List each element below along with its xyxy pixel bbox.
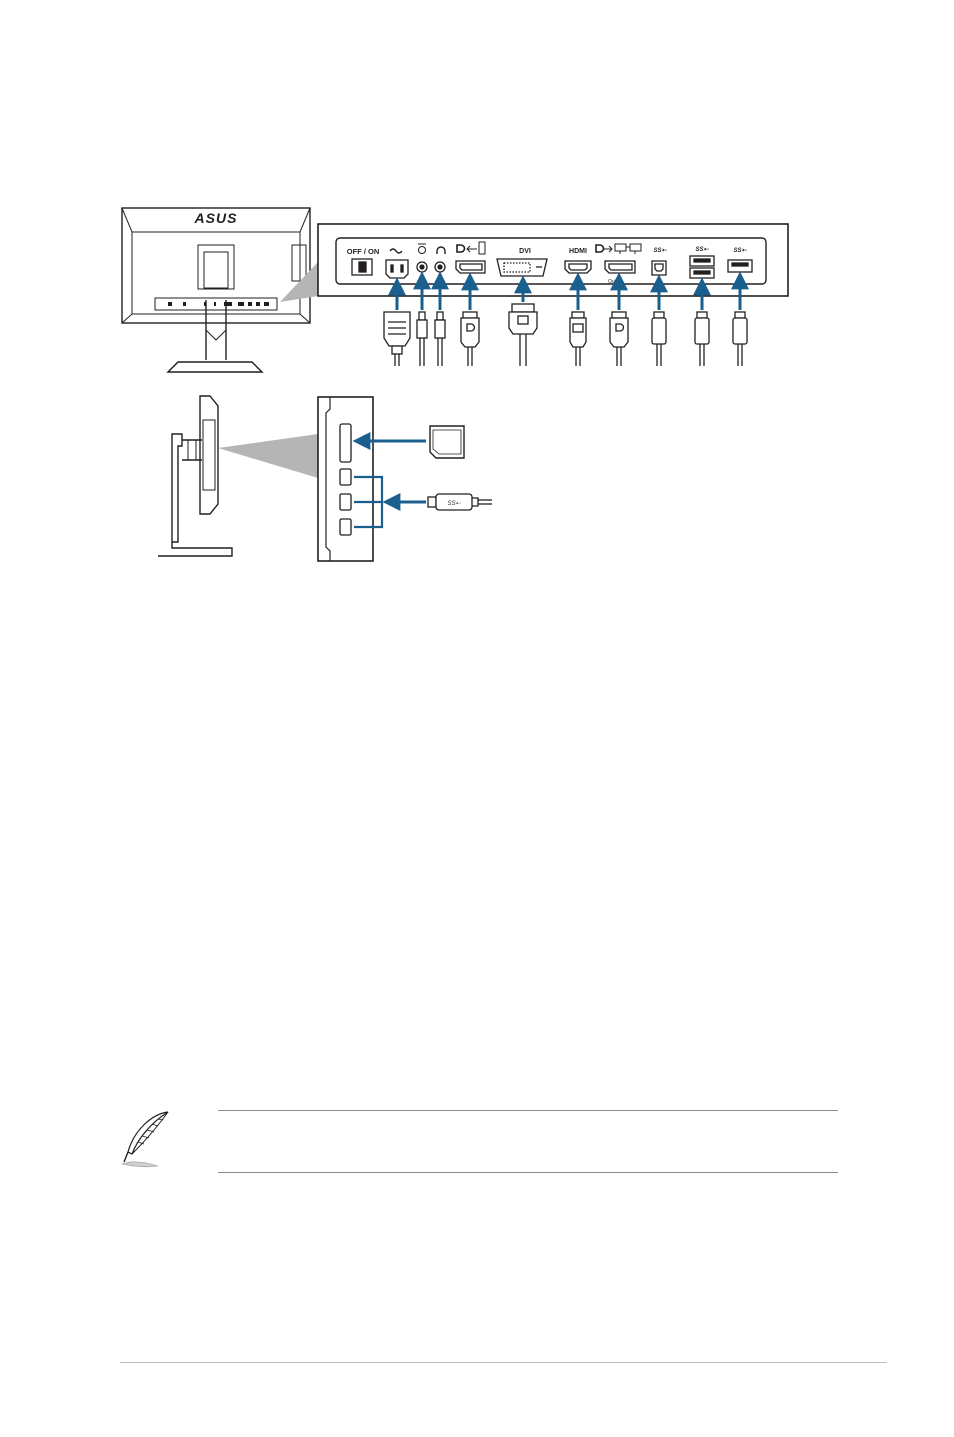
label-dvi: DVI [519, 248, 531, 255]
label-dp-out: Out [608, 279, 617, 285]
ac-power-socket [386, 260, 408, 278]
svg-text:SS⇠: SS⇠ [653, 248, 667, 254]
label-off-on: OFF / ON [347, 247, 380, 256]
svg-text:SS⇠: SS⇠ [447, 501, 461, 507]
usb-b-plug [652, 312, 666, 366]
rear-cables [384, 304, 747, 366]
displayport-plug-2 [610, 312, 628, 366]
usb3-upstream-icon: SS⇠ [653, 248, 667, 254]
zoom-wedge-side [218, 434, 318, 478]
usb3-downstream-icon-2: SS⇠ [733, 248, 747, 254]
usb-a-plug-1 [695, 312, 709, 366]
sd-card-icon [430, 426, 464, 458]
dvi-plug [509, 304, 537, 366]
dvi-port-icon [497, 259, 547, 276]
usb-side-port-2 [340, 494, 351, 510]
sd-card-slot [340, 424, 351, 462]
displayport-in-socket [456, 261, 485, 273]
usb-side-port-3 [340, 519, 351, 535]
footer-rule [120, 1362, 887, 1363]
displayport-out-socket [605, 261, 635, 273]
power-switch-icon [352, 259, 372, 275]
monitor-rear-view [122, 208, 310, 372]
audio-plug-1 [417, 312, 427, 366]
asus-logo: ASUS [194, 210, 238, 226]
connector-diagram: ASUS OFF / ON DVI HDMI Out SS⇠ SS⇠ SS⇠ [0, 0, 954, 600]
svg-text:SS⇠: SS⇠ [733, 248, 747, 254]
note-top-rule [218, 1110, 838, 1111]
hdmi-port-icon [565, 261, 591, 273]
note-bottom-rule [218, 1172, 838, 1173]
usb-a-plug-2 [733, 312, 747, 366]
audio-plug-2 [435, 312, 445, 366]
note-feather-icon [118, 1108, 176, 1168]
usb-b-socket [652, 261, 666, 275]
label-hdmi: HDMI [569, 248, 587, 255]
svg-text:SS⇠: SS⇠ [695, 247, 709, 253]
monitor-port-strip-marks [168, 302, 269, 306]
side-io-panel [318, 397, 373, 561]
power-cord-plug [384, 312, 410, 366]
usb-a-socket-2 [728, 260, 752, 272]
monitor-side-view [158, 396, 232, 556]
hdmi-plug [570, 312, 586, 366]
zoom-wedge-rear [280, 262, 318, 302]
usb3-downstream-icon: SS⇠ [695, 247, 709, 253]
displayport-plug-1 [461, 312, 479, 366]
usb-plug-icon: SS⇠ [428, 494, 492, 510]
usb-side-port-1 [340, 469, 351, 485]
